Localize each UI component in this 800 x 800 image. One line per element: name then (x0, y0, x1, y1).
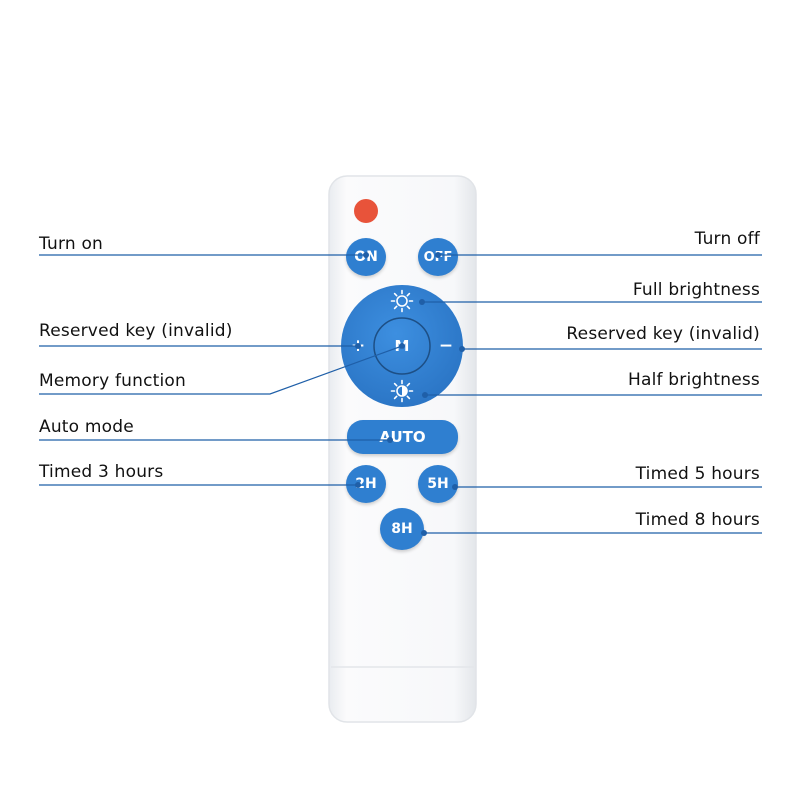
label-memory-function: Memory function (39, 371, 186, 391)
timer-5h-button[interactable]: 5H (418, 465, 458, 503)
label-timed-3-hours: Timed 3 hours (39, 462, 164, 482)
off-button[interactable]: OFF (418, 238, 458, 276)
memory-button[interactable]: M (394, 337, 410, 355)
on-button[interactable]: ON (346, 238, 386, 276)
timer-8h-button[interactable]: 8H (380, 508, 424, 550)
label-turn-off: Turn off (694, 229, 760, 249)
label-full-brightness: Full brightness (632, 280, 760, 300)
label-auto-mode: Auto mode (39, 417, 134, 437)
label-reserved-left: Reserved key (invalid) (39, 321, 233, 341)
minus-button[interactable]: − (438, 336, 454, 356)
power-led-indicator (354, 199, 378, 223)
auto-button[interactable]: AUTO (347, 420, 458, 454)
label-reserved-right: Reserved key (invalid) (566, 324, 760, 344)
full-brightness-sun-icon[interactable] (390, 289, 414, 313)
half-brightness-sun-icon[interactable] (390, 379, 414, 403)
label-turn-on: Turn on (39, 234, 104, 254)
plus-button[interactable]: + (350, 336, 366, 356)
timer-2h-button[interactable]: 2H (346, 465, 386, 503)
label-half-brightness: Half brightness (628, 370, 760, 390)
label-timed-8-hours: Timed 8 hours (635, 510, 760, 530)
label-timed-5-hours: Timed 5 hours (635, 464, 760, 484)
